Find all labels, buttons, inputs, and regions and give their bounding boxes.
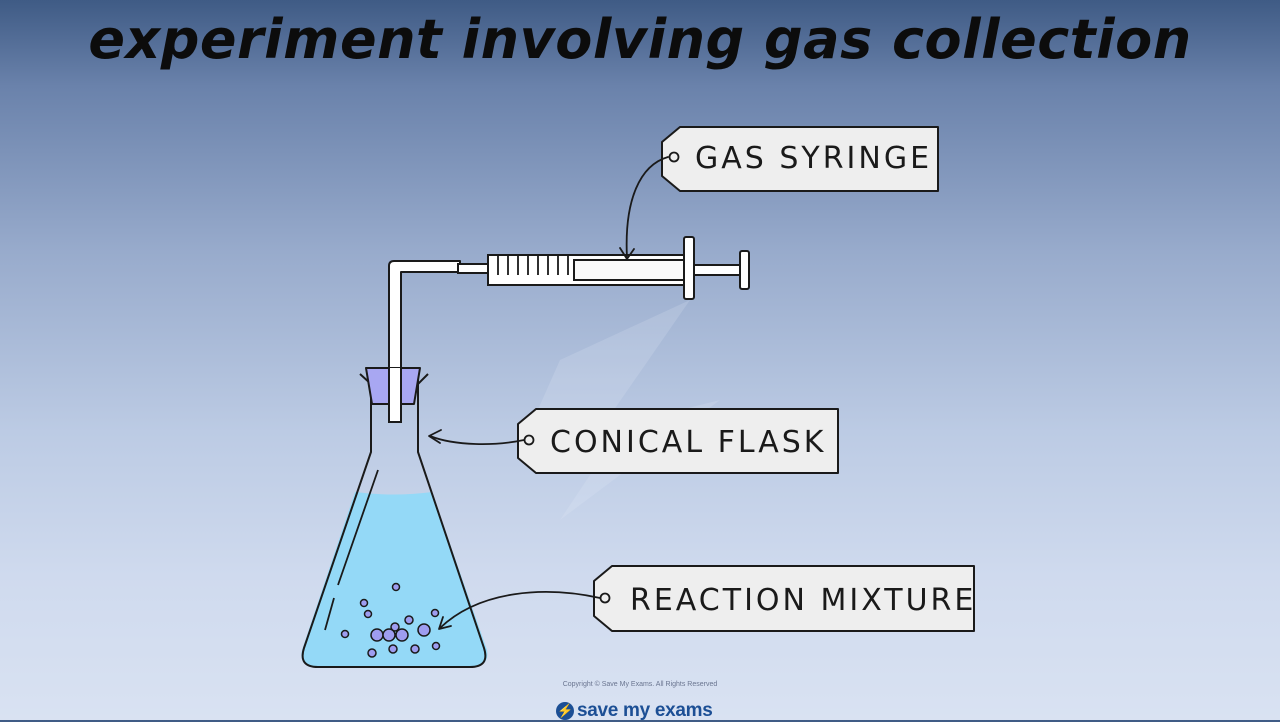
syringe-nozzle [457,263,491,274]
plunger-handle [739,250,750,290]
syringe-plunger [573,259,685,281]
delivery-tube [388,260,461,369]
conical-flask [301,367,488,668]
brand-name: save my exams [577,700,713,721]
label-tag-conical-flask: CONICAL FLASK [517,408,839,474]
brand-logo: ⚡ save my exams [556,700,713,722]
syringe-graduations [497,256,569,275]
syringe-flange [683,236,695,300]
pointer-arrows [428,156,669,630]
arrow-conical-flask [429,435,525,445]
page-title: experiment involving gas collection [88,8,1192,71]
arrow-reaction-mixture-head [438,616,452,630]
arrow-conical-flask-head [428,429,442,444]
lightning-bolt-icon: ⚡ [556,702,574,720]
plunger-rod [693,264,741,276]
conical-flask-label: CONICAL FLASK [550,425,826,460]
arrow-gas-syringe [625,156,669,259]
reaction-liquid [301,492,488,667]
reaction-mixture-label: REACTION MIXTURE [630,583,976,618]
label-tag-reaction-mixture: REACTION MIXTURE [593,565,976,632]
reaction-particles [340,582,441,658]
arrow-gas-syringe-head [619,247,635,260]
gas-syringe [457,236,750,300]
arrow-reaction-mixture [439,591,601,629]
copyright-notice: Copyright © Save My Exams. All Rights Re… [562,681,718,688]
label-tag-gas-syringe: GAS SYRINGE [661,126,939,192]
gas-syringe-label: GAS SYRINGE [695,141,932,176]
